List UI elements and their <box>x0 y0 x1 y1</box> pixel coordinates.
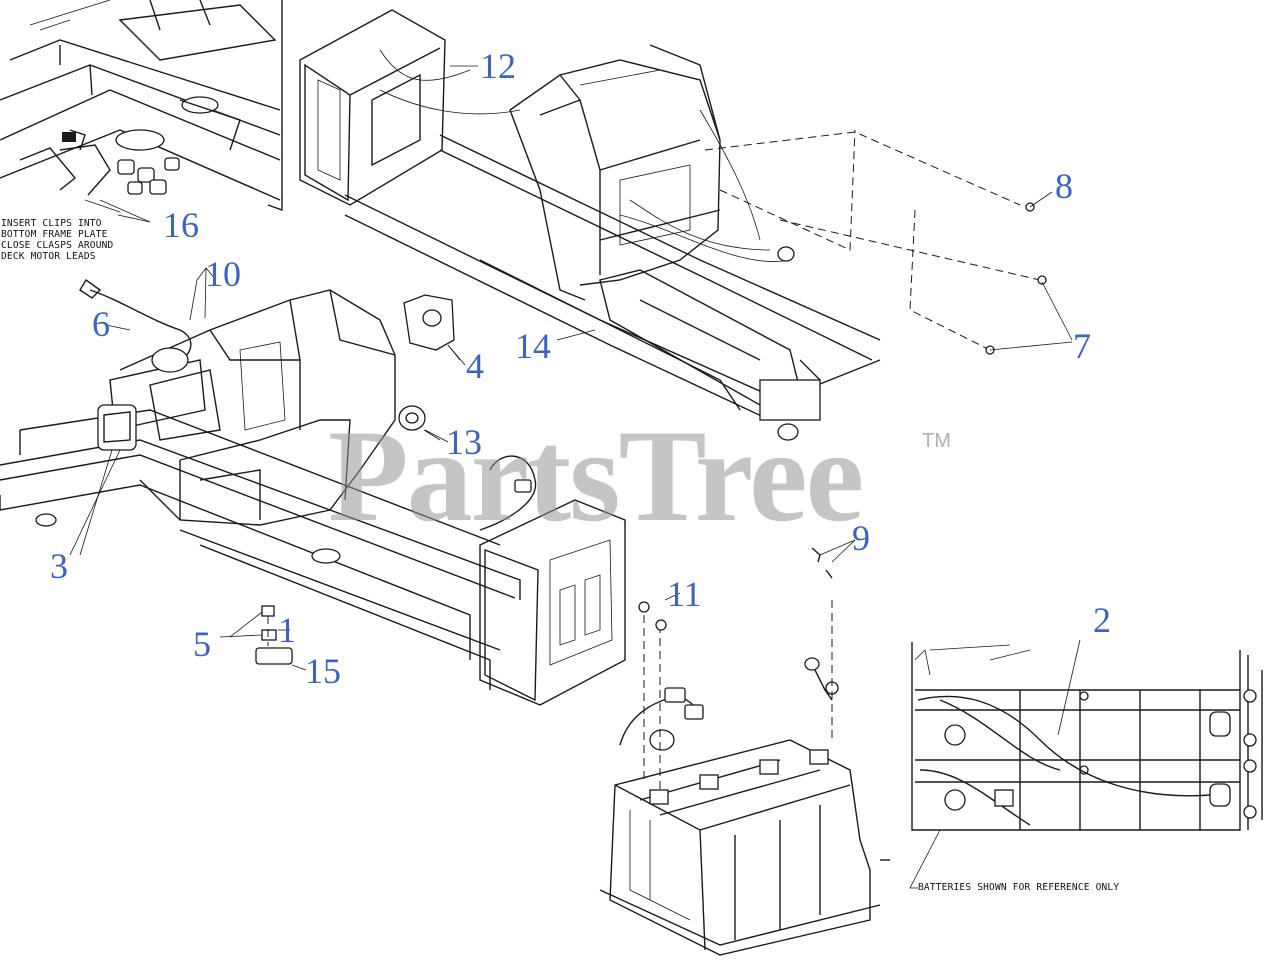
callout-3[interactable]: 3 <box>50 546 68 586</box>
callout-2[interactable]: 2 <box>1093 600 1111 640</box>
callout-8[interactable]: 8 <box>1055 166 1073 206</box>
callout-13[interactable]: 13 <box>446 422 482 462</box>
callout-6[interactable]: 6 <box>92 304 110 344</box>
callout-11[interactable]: 11 <box>667 574 702 614</box>
note-batteries-reference: BATTERIES SHOWN FOR REFERENCE ONLY <box>918 882 1120 893</box>
leader-lines <box>69 65 1081 889</box>
callout-1[interactable]: 1 <box>278 610 296 650</box>
battery-top-view <box>911 642 1263 831</box>
main-chassis-assembly <box>0 278 626 706</box>
callout-12[interactable]: 12 <box>480 46 516 86</box>
callout-9[interactable]: 9 <box>852 518 870 558</box>
callout-16[interactable]: 16 <box>163 205 199 245</box>
callout-15[interactable]: 15 <box>305 651 341 691</box>
part-4-switch-panel <box>403 294 461 361</box>
inset-harness-detail <box>0 0 283 213</box>
watermark-trademark: TM <box>922 430 951 452</box>
rear-frame-assembly <box>299 9 1041 441</box>
callout-14[interactable]: 14 <box>515 326 551 366</box>
callout-10[interactable]: 10 <box>205 254 241 294</box>
callout-5[interactable]: 5 <box>193 624 211 664</box>
battery-assembly <box>599 547 890 956</box>
note-insert-clips: INSERT CLIPS INTO BOTTOM FRAME PLATE CLO… <box>1 218 114 262</box>
hardware-bolts-7-8 <box>985 202 1047 355</box>
callout-4[interactable]: 4 <box>466 346 484 386</box>
part-13-round-component <box>398 405 441 441</box>
parts-1-5-15-switch <box>255 605 293 665</box>
watermark-brand: PartsTree <box>328 402 864 549</box>
callout-7[interactable]: 7 <box>1073 326 1091 366</box>
